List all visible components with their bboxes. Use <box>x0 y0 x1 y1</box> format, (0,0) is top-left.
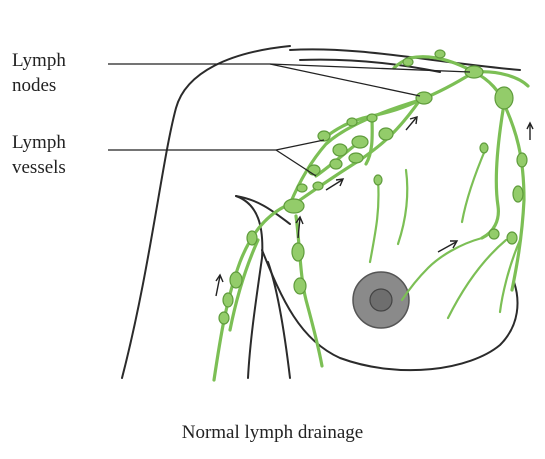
body-outline <box>122 46 520 378</box>
back-contour <box>122 46 290 378</box>
lymph-nodes-label-line1: Lymph <box>12 48 66 73</box>
leader-lines <box>108 64 470 176</box>
lymph-vessels <box>214 57 528 380</box>
lymph-vessels-label-line1: Lymph <box>12 130 66 155</box>
lymph-vessels-label: Lymph vessels <box>12 130 66 180</box>
arrow-icon <box>216 275 223 296</box>
arrow-icon <box>527 123 533 140</box>
nipple-areola <box>353 272 409 328</box>
lymph-vessels-label-line2: vessels <box>12 155 66 180</box>
arm-inner-contour <box>268 262 290 378</box>
figure-caption: Normal lymph drainage <box>0 422 545 444</box>
lymph-nodes-label: Lymph nodes <box>12 48 66 98</box>
lymph-nodes-label-line2: nodes <box>12 73 66 98</box>
